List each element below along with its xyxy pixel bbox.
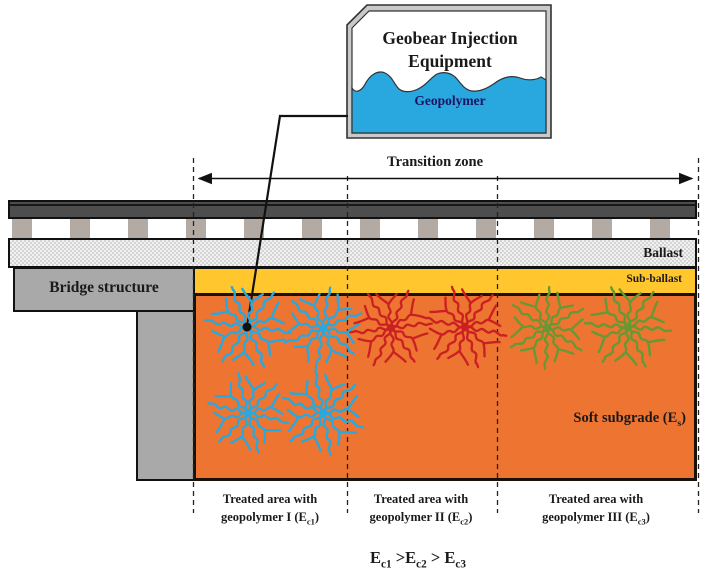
tank-title-line2: Equipment (408, 51, 492, 71)
bridge-structure-block (13, 267, 195, 312)
transition-zone-label: Transition zone (387, 154, 483, 170)
rail-head-line (10, 204, 695, 206)
bridge-abutment-column (136, 310, 195, 481)
bridge-structure-label: Bridge structure (49, 279, 159, 296)
sleepers-row (8, 219, 697, 238)
soft-subgrade-area (193, 293, 697, 481)
ballast-layer (8, 238, 697, 268)
sub-ballast-label: Sub-ballast (626, 273, 682, 285)
treated-area-label-1: Treated area with geopolymer I (Ec1) (220, 492, 320, 526)
soft-subgrade-label: Soft subgrade (Es) (573, 410, 686, 429)
sub-ballast-layer (193, 267, 697, 295)
stiffness-inequality-formula: Ec1 >Ec2 > Ec3 (369, 548, 466, 571)
treated-area-label-2: Treated area with geopolymer II (Ec2) (369, 492, 473, 526)
tank-title-line1: Geobear Injection (382, 28, 518, 48)
tank-title: Geobear Injection Equipment (352, 27, 548, 73)
tank-liquid-label: Geopolymer (414, 93, 486, 108)
rail-band (8, 200, 697, 219)
treated-area-label-3: Treated area with geopolymer III (Ec3) (542, 492, 650, 526)
ballast-label: Ballast (643, 245, 683, 260)
